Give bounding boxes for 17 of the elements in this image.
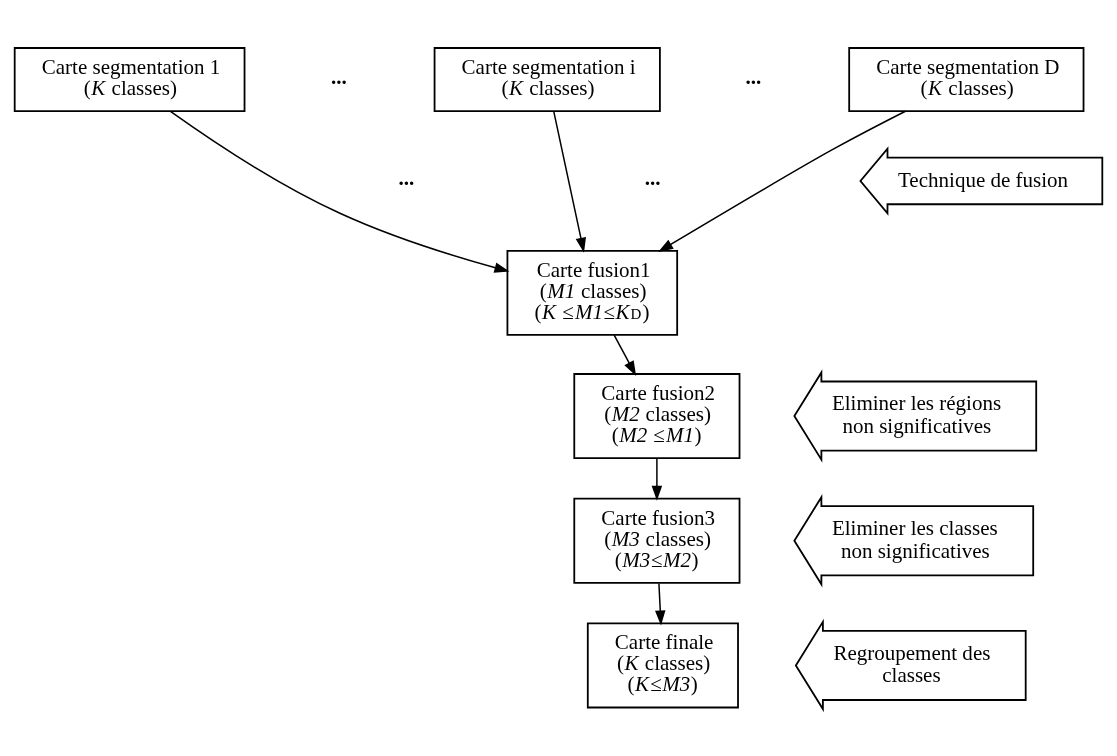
label: ... xyxy=(330,64,347,89)
node-box: Carte finale (K classes) (K≤M3) xyxy=(586,621,739,708)
arrow xyxy=(655,582,666,625)
label: ... xyxy=(644,165,661,190)
node-box: Carte segmentation i (K classes) xyxy=(433,46,661,112)
arrow xyxy=(169,110,510,273)
node-box: Carte fusion2 (M2 classes) (M2 ≤M1) xyxy=(573,372,741,459)
label: ... xyxy=(398,165,415,190)
node-box: Carte fusion1 (M1 classes) (K ≤M1≤KD) xyxy=(506,249,679,336)
label: ... xyxy=(745,64,762,89)
arrow xyxy=(658,110,907,252)
node-box: Carte fusion3 (M3 classes) (M3≤M2) xyxy=(573,497,741,584)
node-box: Carte segmentation D (K classes) xyxy=(848,46,1085,112)
arrow xyxy=(552,109,586,253)
arrow xyxy=(613,333,637,376)
arrow xyxy=(651,457,663,501)
node-box: Carte segmentation 1 (K classes) xyxy=(13,46,246,112)
